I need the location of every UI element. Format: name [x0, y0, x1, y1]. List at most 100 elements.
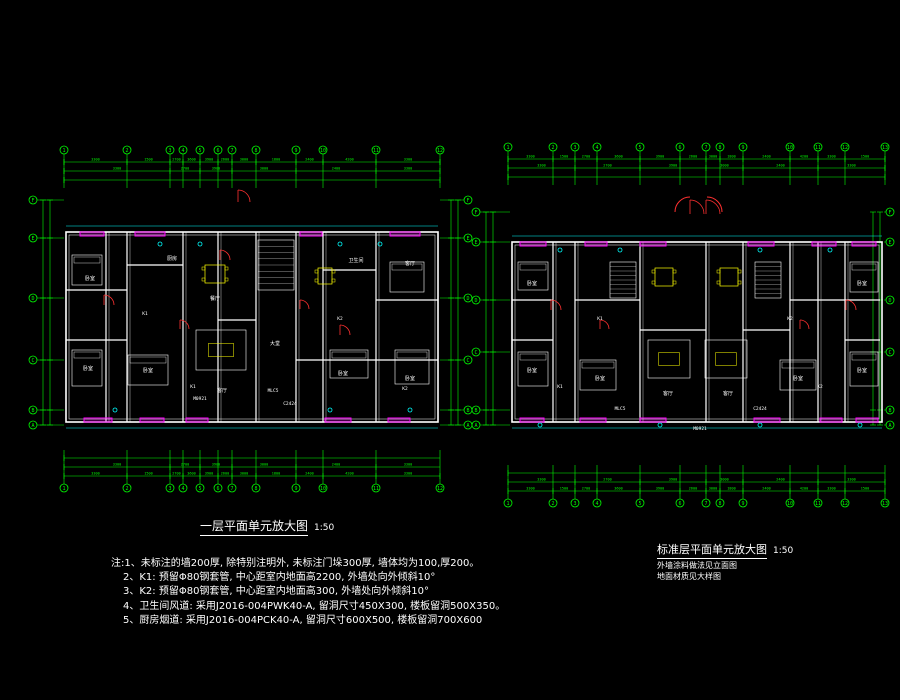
- room-label: 卫生间: [348, 257, 363, 264]
- axis-label-bottom: 11: [815, 501, 821, 507]
- chair: [672, 269, 677, 274]
- axis-label-left: C: [31, 358, 34, 364]
- left-plan-scale: 1:50: [314, 523, 335, 533]
- cyan-marker: [757, 247, 763, 253]
- exterior-wall-inner: [68, 234, 436, 420]
- dining-table: [654, 267, 674, 287]
- tag-label: C2424: [283, 401, 297, 407]
- tag-label: K2: [817, 384, 823, 390]
- axis-label-bottom: 7: [704, 501, 707, 507]
- bed-pillow: [73, 256, 101, 264]
- cyan-marker: [197, 241, 203, 247]
- axis-label-left: A: [31, 423, 34, 429]
- bed: [329, 349, 369, 379]
- dim-text-top: 1500: [560, 155, 568, 159]
- axis-bubble-bottom: [178, 483, 188, 493]
- door-swing: [299, 299, 310, 310]
- dim-text-top: 2400: [776, 164, 784, 168]
- axis-label-bottom: 7: [230, 486, 233, 492]
- axis-label-top: 12: [437, 148, 443, 154]
- axis-label-right: A: [888, 423, 891, 429]
- dim-text-top: 3300: [827, 155, 835, 159]
- axis-bubble-top: [435, 145, 445, 155]
- dim-text-bottom: 3600: [614, 487, 622, 491]
- axis-label-top: 7: [704, 145, 707, 151]
- chair: [224, 266, 229, 271]
- dim-text-bottom: 2600: [689, 487, 697, 491]
- dim-text-bottom: 3000: [720, 478, 728, 482]
- sofa: [647, 339, 691, 379]
- cyan-marker: [407, 407, 413, 413]
- dim-text-bottom: 2600: [221, 472, 229, 476]
- axis-bubble-top: [227, 145, 237, 155]
- cyan-marker: [537, 422, 543, 428]
- cyan-marker: [557, 247, 563, 253]
- cyan-marker: [757, 422, 763, 428]
- door-swing: [599, 319, 610, 330]
- axis-bubble-bottom: [785, 498, 795, 508]
- bed-pillow: [519, 353, 547, 361]
- dim-text-top: 2400: [305, 158, 313, 162]
- dim-text-bottom: 3000: [260, 463, 268, 467]
- axis-label-bottom: 9: [741, 501, 744, 507]
- cyan-marker: [337, 241, 343, 247]
- axis-label-right: C: [466, 358, 469, 364]
- sofa: [704, 339, 748, 379]
- axis-label-right: F: [888, 210, 891, 216]
- axis-bubble-bottom: [122, 483, 132, 493]
- chair: [314, 269, 319, 274]
- axis-label-top: 4: [595, 145, 598, 151]
- axis-label-right: C: [888, 350, 891, 356]
- room-label: 卧室: [143, 367, 153, 374]
- dim-text-top: 3900: [212, 167, 220, 171]
- tag-label: K1: [597, 316, 603, 322]
- dim-text-bottom: 2400: [776, 478, 784, 482]
- entry-door-swing: [706, 196, 723, 213]
- bed: [517, 351, 549, 387]
- tag-label: M0921: [693, 426, 707, 432]
- axis-label-bottom: 13: [882, 501, 888, 507]
- dim-text-top: 3000: [240, 158, 248, 162]
- axis-bubble-bottom: [738, 498, 748, 508]
- axis-bubble-bottom: [165, 483, 175, 493]
- dim-text-bottom: 1500: [144, 472, 152, 476]
- axis-bubble-top: [785, 142, 795, 152]
- bed-pillow: [781, 361, 815, 369]
- axis-label-bottom: 9: [294, 486, 297, 492]
- room-label: 卧室: [338, 370, 348, 377]
- dim-text-top: 4200: [800, 155, 808, 159]
- dim-text-top: 2700: [582, 155, 590, 159]
- axis-bubble-top: [548, 142, 558, 152]
- axis-label-right: D: [888, 298, 891, 304]
- exterior-wall: [511, 241, 883, 423]
- door-swing: [689, 199, 705, 215]
- axis-label-right: A: [466, 423, 469, 429]
- door-swing: [219, 249, 231, 261]
- dim-text-top: 1800: [272, 158, 280, 162]
- room-label: 卧室: [405, 375, 415, 382]
- axis-bubble-top: [503, 142, 513, 152]
- cyan-marker: [327, 407, 333, 413]
- dim-text-bottom: 2400: [332, 463, 340, 467]
- bed: [71, 349, 103, 387]
- axis-bubble-top: [738, 142, 748, 152]
- axis-bubble-top: [715, 142, 725, 152]
- bed-pillow: [73, 351, 101, 359]
- dim-text-bottom: 3300: [526, 487, 534, 491]
- room-label: 卧室: [85, 275, 95, 282]
- entry-door-swing: [674, 196, 691, 213]
- coffee-table: [715, 352, 737, 366]
- bed: [517, 261, 549, 291]
- axis-label-top: 4: [181, 148, 184, 154]
- dim-text-bottom: 2700: [181, 463, 189, 467]
- dim-text-top: 1800: [727, 155, 735, 159]
- dim-text-bottom: 1500: [560, 487, 568, 491]
- cyan-marker: [857, 422, 863, 428]
- axis-label-top: 8: [254, 148, 257, 154]
- dim-text-bottom: 3300: [847, 478, 855, 482]
- bed-pillow: [396, 351, 428, 359]
- bed-pillow: [851, 263, 877, 271]
- door-swing: [705, 199, 721, 215]
- cyan-marker: [827, 247, 833, 253]
